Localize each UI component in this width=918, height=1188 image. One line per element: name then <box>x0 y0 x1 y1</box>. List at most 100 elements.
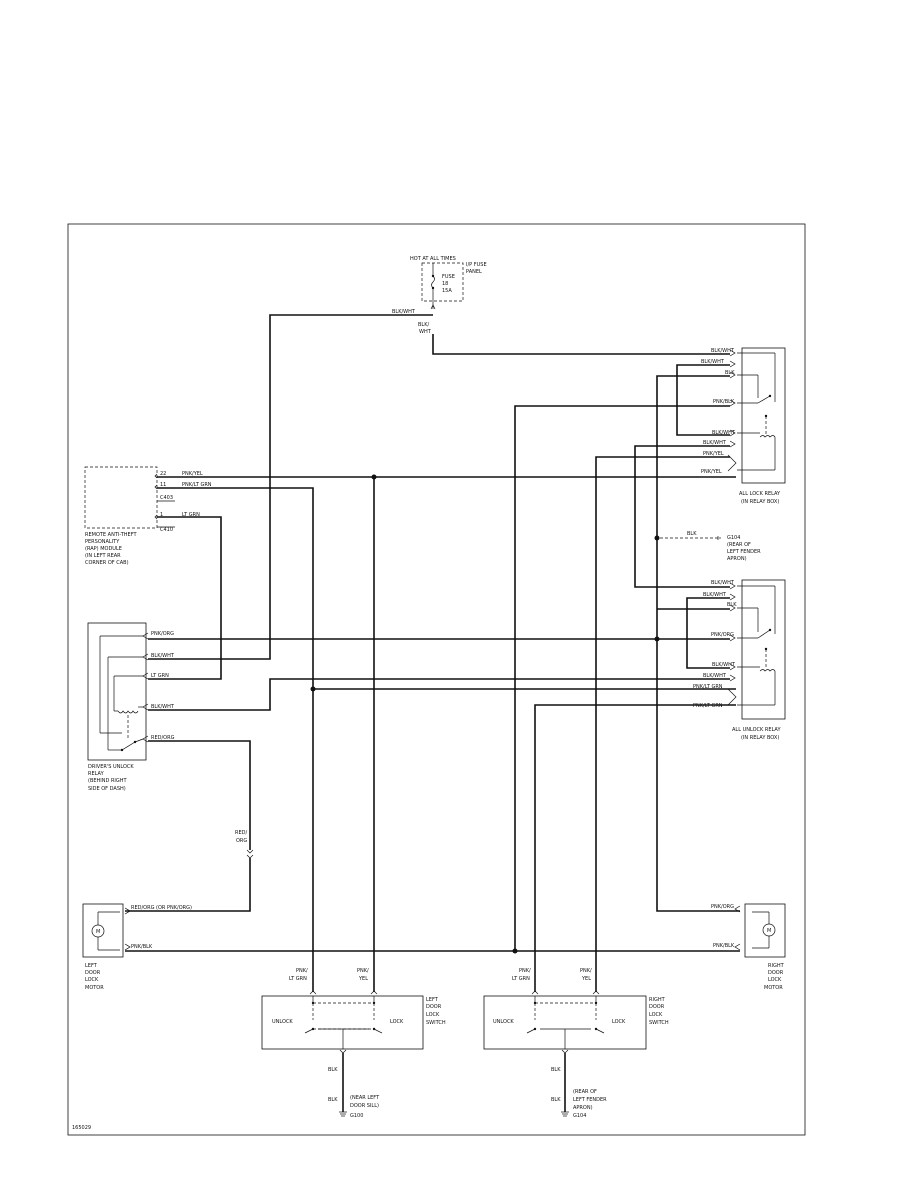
svg-text:YEL: YEL <box>358 976 368 982</box>
svg-text:LT GRN: LT GRN <box>151 673 169 679</box>
svg-text:BLK/WHT: BLK/WHT <box>703 673 727 679</box>
svg-text:PNK/ORG: PNK/ORG <box>151 631 174 637</box>
svg-text:M: M <box>767 928 771 934</box>
svg-text:BLK/WHT: BLK/WHT <box>151 704 175 710</box>
drivers-unlock-relay: PNK/ORG BLK/WHT LT GRN BLK/WHT RED/ORG D… <box>87 622 175 792</box>
svg-text:HOT AT ALL TIMES: HOT AT ALL TIMES <box>410 256 456 262</box>
svg-text:LEFT FENDER: LEFT FENDER <box>573 1097 607 1103</box>
svg-text:LOCK: LOCK <box>649 1012 663 1018</box>
diagram-frame <box>67 223 806 1136</box>
svg-text:BLK/WHT: BLK/WHT <box>711 348 735 354</box>
svg-text:PNK/ORG: PNK/ORG <box>711 904 734 910</box>
svg-text:PNK/LT GRN: PNK/LT GRN <box>693 684 723 690</box>
svg-text:LT GRN: LT GRN <box>512 976 530 982</box>
svg-text:LOCK: LOCK <box>768 977 782 983</box>
svg-text:SWITCH: SWITCH <box>426 1020 446 1026</box>
svg-text:15A: 15A <box>442 288 452 294</box>
svg-text:BLK/WHT: BLK/WHT <box>151 653 175 659</box>
svg-text:SWITCH: SWITCH <box>649 1020 669 1026</box>
all-unlock-relay: ALL UNLOCK RELAY (IN RELAY BOX) BLK/WHT … <box>693 579 786 741</box>
svg-text:(IN RELAY BOX): (IN RELAY BOX) <box>741 735 779 741</box>
svg-text:MOTOR: MOTOR <box>764 985 783 991</box>
svg-text:DOOR: DOOR <box>649 1004 665 1010</box>
svg-text:DOOR: DOOR <box>426 1004 442 1010</box>
svg-text:PANEL: PANEL <box>466 269 482 275</box>
svg-text:DOOR: DOOR <box>768 970 784 976</box>
ground-g104-right: BLK G104 (REAR OF LEFT FENDER APRON) <box>655 531 761 562</box>
svg-text:UNLOCK: UNLOCK <box>493 1019 514 1025</box>
svg-text:LT GRN: LT GRN <box>289 976 307 982</box>
svg-text:RED/ORG (OR PNK/ORG): RED/ORG (OR PNK/ORG) <box>131 905 192 911</box>
svg-text:PERSONALITY: PERSONALITY <box>85 539 120 545</box>
svg-text:G100: G100 <box>350 1113 363 1119</box>
svg-text:C410: C410 <box>160 527 173 533</box>
left-door-lock-switch: PNK/ LT GRN PNK/ YEL UNLOCK LOCK LEFT DO… <box>261 968 446 1054</box>
rap-module: REMOTE ANTI-THEFT PERSONALITY (RAP) MODU… <box>84 466 212 566</box>
svg-text:UNLOCK: UNLOCK <box>272 1019 293 1025</box>
svg-text:LOCK: LOCK <box>85 977 99 983</box>
ground-g100-left: BLK BLK (NEAR LEFT DOOR SILL) G100 <box>328 1053 380 1119</box>
svg-text:1: 1 <box>160 512 163 518</box>
svg-text:PNK/: PNK/ <box>519 968 531 974</box>
svg-text:BLK/WHT: BLK/WHT <box>712 430 736 436</box>
svg-text:22: 22 <box>160 471 166 477</box>
svg-text:PNK/LT GRN: PNK/LT GRN <box>693 703 723 709</box>
svg-text:REMOTE ANTI-THEFT: REMOTE ANTI-THEFT <box>85 532 137 538</box>
svg-text:G104: G104 <box>573 1113 586 1119</box>
svg-text:C403: C403 <box>160 495 173 501</box>
svg-text:BLK: BLK <box>328 1067 338 1073</box>
svg-text:PNK/BLK: PNK/BLK <box>713 943 735 949</box>
svg-text:MOTOR: MOTOR <box>85 985 104 991</box>
svg-text:DOOR SILL): DOOR SILL) <box>350 1103 379 1109</box>
svg-text:(NEAR LEFT: (NEAR LEFT <box>350 1095 380 1101</box>
svg-text:11: 11 <box>160 482 166 488</box>
svg-text:APRON): APRON) <box>573 1105 593 1111</box>
svg-text:PNK/BLK: PNK/BLK <box>131 944 153 950</box>
svg-text:BLK/WHT: BLK/WHT <box>711 580 735 586</box>
svg-text:LT GRN: LT GRN <box>182 512 200 518</box>
svg-text:LEFT: LEFT <box>426 997 439 1003</box>
svg-text:BLK/WHT: BLK/WHT <box>703 440 727 446</box>
all-lock-relay: ALL LOCK RELAY (IN RELAY BOX) BLK/WHT BL… <box>701 347 786 505</box>
svg-text:(IN LEFT REAR: (IN LEFT REAR <box>85 553 121 559</box>
svg-text:PNK/: PNK/ <box>357 968 369 974</box>
right-door-lock-motor: M PNK/ORG PNK/BLK RIGHT DOOR LOCK MOTOR <box>711 903 786 991</box>
svg-text:CORNER OF CAB): CORNER OF CAB) <box>85 560 129 566</box>
svg-text:RIGHT: RIGHT <box>768 963 785 969</box>
svg-text:BLK/WHT: BLK/WHT <box>712 662 736 668</box>
svg-text:G104: G104 <box>727 535 740 541</box>
svg-text:LOCK: LOCK <box>612 1019 626 1025</box>
svg-text:ORG: ORG <box>236 838 247 844</box>
wiring <box>125 314 740 992</box>
svg-text:FUSE: FUSE <box>442 274 455 280</box>
svg-text:BLK: BLK <box>687 531 697 537</box>
svg-text:LEFT: LEFT <box>85 963 98 969</box>
svg-text:WHT: WHT <box>419 329 432 335</box>
svg-text:LOCK: LOCK <box>426 1012 440 1018</box>
svg-text:SIDE OF DASH): SIDE OF DASH) <box>88 786 126 792</box>
svg-text:DRIVER'S UNLOCK: DRIVER'S UNLOCK <box>88 764 134 770</box>
svg-text:(REAR OF: (REAR OF <box>573 1089 597 1095</box>
svg-text:ALL UNLOCK RELAY: ALL UNLOCK RELAY <box>732 727 781 733</box>
svg-text:PNK/YEL: PNK/YEL <box>701 469 722 475</box>
svg-text:(BEHIND RIGHT: (BEHIND RIGHT <box>88 778 128 784</box>
svg-text:ALL LOCK RELAY: ALL LOCK RELAY <box>739 491 781 497</box>
figure-id: 165029 <box>72 1125 91 1131</box>
svg-text:PNK/YEL: PNK/YEL <box>703 451 724 457</box>
svg-text:APRON): APRON) <box>727 556 747 562</box>
fuse-panel: HOT AT ALL TIMES I/P FUSE PANEL FUSE 18 … <box>392 256 487 335</box>
svg-text:(RAP) MODULE: (RAP) MODULE <box>85 546 122 552</box>
svg-text:YEL: YEL <box>581 976 591 982</box>
svg-text:RED/: RED/ <box>235 830 247 836</box>
svg-text:BLK: BLK <box>727 602 737 608</box>
svg-text:RIGHT: RIGHT <box>649 997 666 1003</box>
svg-text:I/P FUSE: I/P FUSE <box>466 262 487 268</box>
svg-text:RED/ORG: RED/ORG <box>151 735 175 741</box>
svg-text:(REAR OF: (REAR OF <box>727 542 751 548</box>
svg-text:18: 18 <box>442 281 448 287</box>
svg-text:BLK: BLK <box>551 1067 561 1073</box>
right-door-lock-switch: PNK/ LT GRN PNK/ YEL UNLOCK LOCK RIGHT D… <box>483 968 669 1054</box>
svg-text:M: M <box>96 929 100 935</box>
svg-text:BLK/WHT: BLK/WHT <box>392 309 416 315</box>
